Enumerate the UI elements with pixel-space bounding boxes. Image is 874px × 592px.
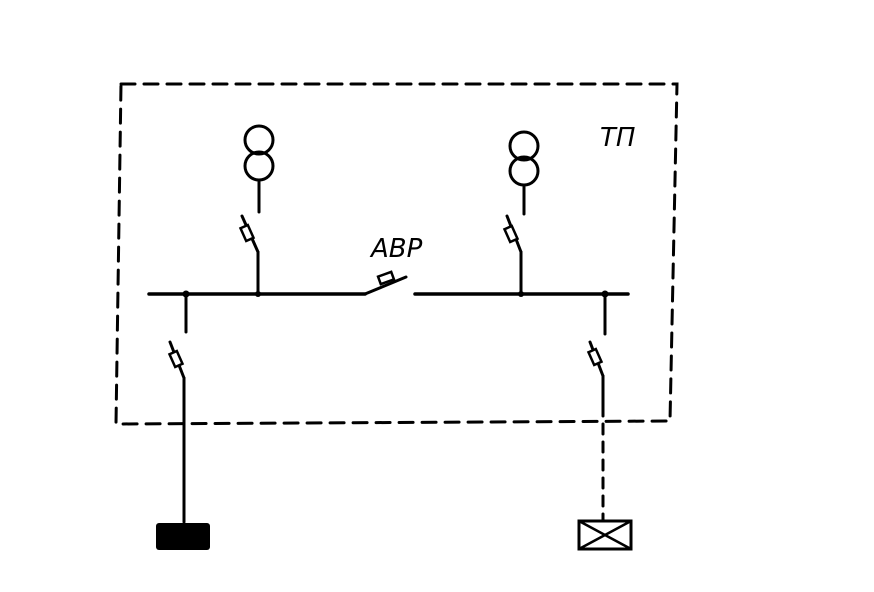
- ats-label: АВР: [369, 234, 423, 264]
- transformer-right-icon: [508, 130, 540, 216]
- junction-dot: [255, 291, 261, 297]
- transformer-left-breaker-icon: [238, 214, 260, 296]
- transformer-right-breaker-icon: [502, 214, 523, 296]
- substation-label: ТП: [600, 123, 635, 153]
- transformer-left-icon: [243, 124, 275, 214]
- load-right-crossed-icon: [577, 519, 633, 551]
- junction-dot: [518, 291, 524, 297]
- ats-breaker-icon: [363, 270, 408, 296]
- substation-boundary: [114, 82, 679, 426]
- feeder-left-breaker-icon: [167, 292, 188, 524]
- feeder-right-breaker-icon: [586, 292, 607, 522]
- load-left-filled-icon: [156, 523, 210, 550]
